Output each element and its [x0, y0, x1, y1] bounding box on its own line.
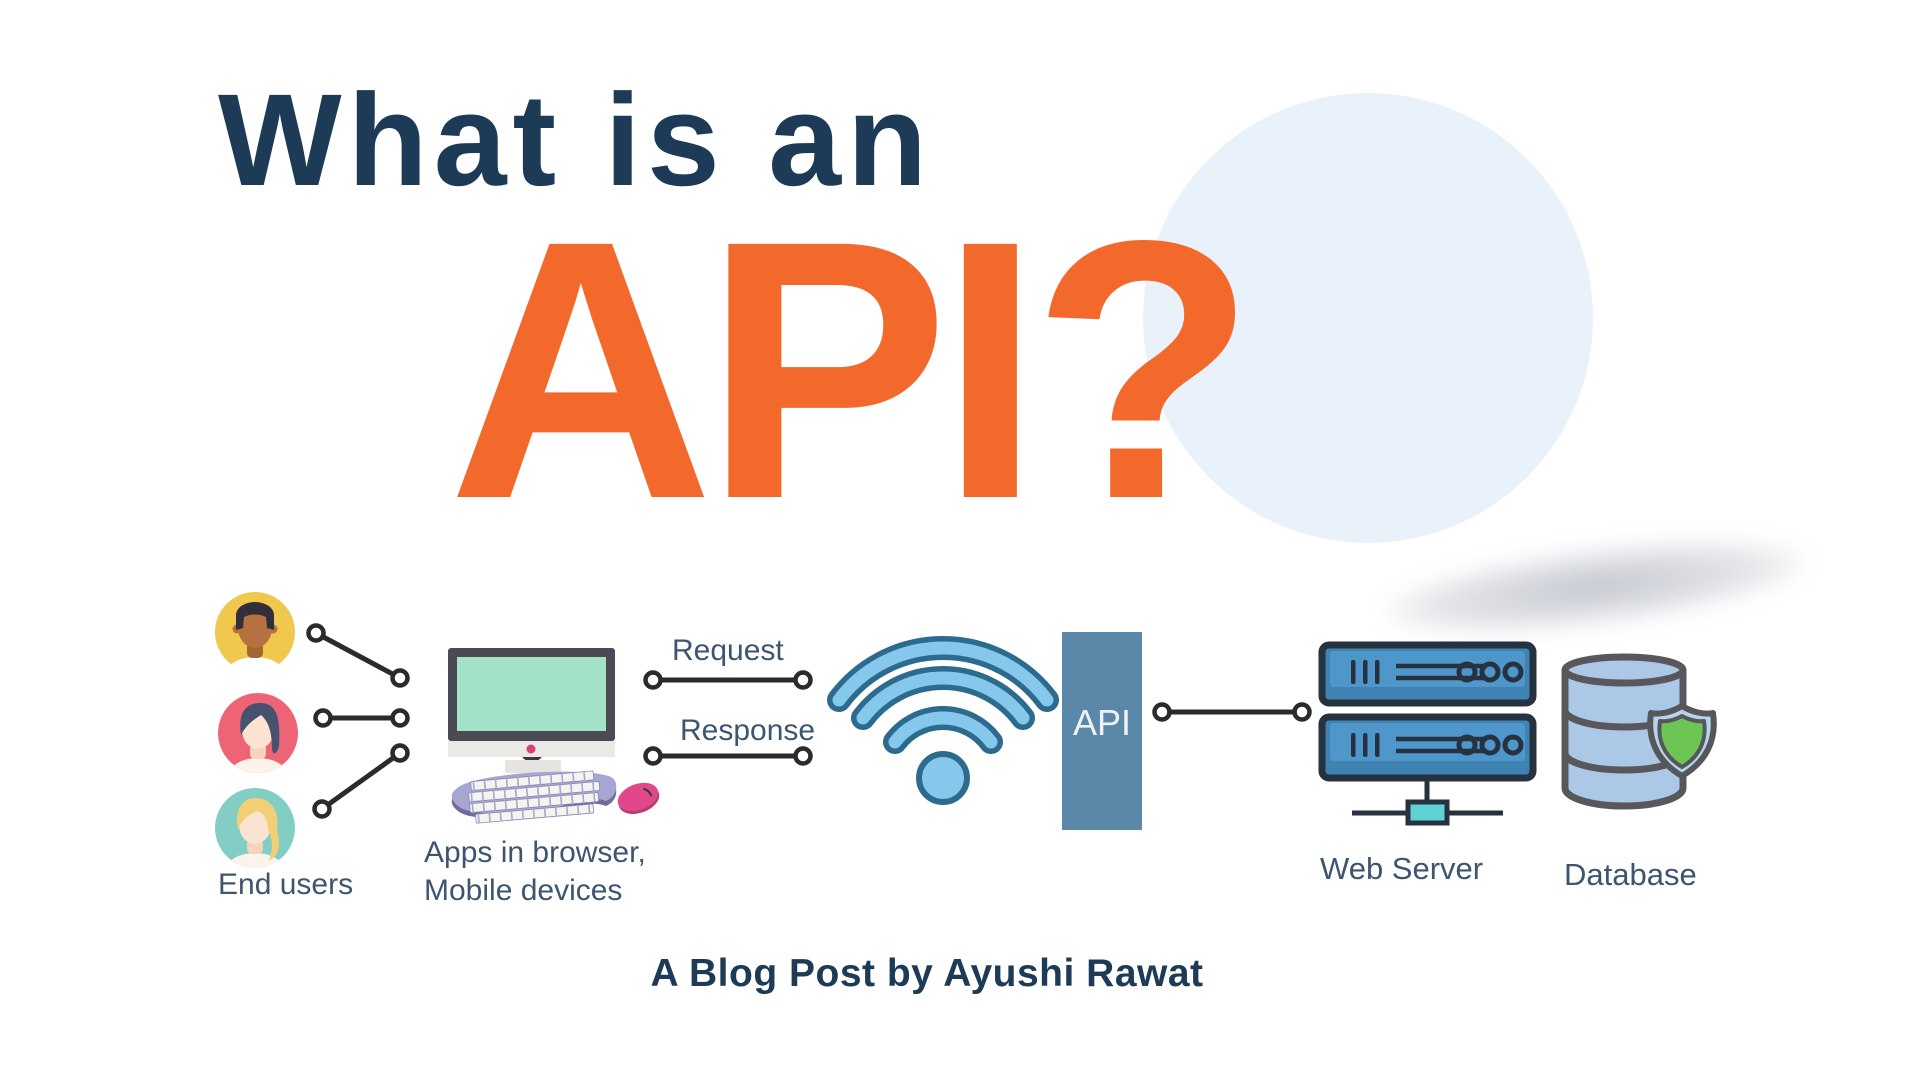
- wifi-icon: [827, 636, 1059, 805]
- mouse: [617, 782, 660, 814]
- background-circle: [1143, 93, 1593, 543]
- avatar-1-face: [238, 608, 272, 648]
- keyboard-keys: [468, 770, 601, 824]
- credit-line: A Blog Post by Ayushi Rawat: [650, 952, 1204, 995]
- computer-illustration: [448, 648, 660, 824]
- user-app-connectors: [306, 623, 410, 819]
- end-user-avatar-1: [215, 592, 295, 672]
- end-users-label: End users: [218, 868, 354, 901]
- avatar-2-shirt: [229, 758, 287, 773]
- response-label: Response: [680, 714, 816, 747]
- request-connector: [643, 670, 813, 690]
- web-server-label: Web Server: [1320, 851, 1484, 886]
- response-connector: [643, 746, 813, 766]
- monitor-screen: [457, 657, 606, 731]
- end-user-avatar-3: [215, 788, 295, 868]
- apps-label-line1: Apps in browser,: [424, 836, 646, 869]
- request-label: Request: [672, 634, 784, 667]
- avatar-1-hair: [236, 602, 274, 630]
- page-title: What is an: [218, 66, 934, 213]
- avatar-1-shirt: [226, 657, 284, 672]
- apps-label-line2: Mobile devices: [424, 874, 623, 907]
- apps-label: Apps in browser, Mobile devices: [424, 834, 646, 910]
- database-icon: [1561, 653, 1717, 810]
- avatar-3-shirt: [226, 853, 284, 868]
- avatar-2-hair: [240, 703, 280, 754]
- avatar-3-hair: [236, 797, 280, 860]
- shield-icon: [1647, 703, 1717, 779]
- monitor-stand-base: [505, 760, 561, 773]
- api-server-connector: [1152, 702, 1312, 722]
- database-label: Database: [1564, 857, 1697, 892]
- page-title-api: API?: [448, 164, 1256, 575]
- api-box-label: API: [1073, 702, 1131, 743]
- end-user-avatar-2: [218, 693, 298, 773]
- web-server-icon: [1318, 641, 1537, 826]
- api-box: API: [1062, 632, 1142, 830]
- monitor-logo-dot: [526, 744, 536, 754]
- network-switch: [1405, 799, 1450, 826]
